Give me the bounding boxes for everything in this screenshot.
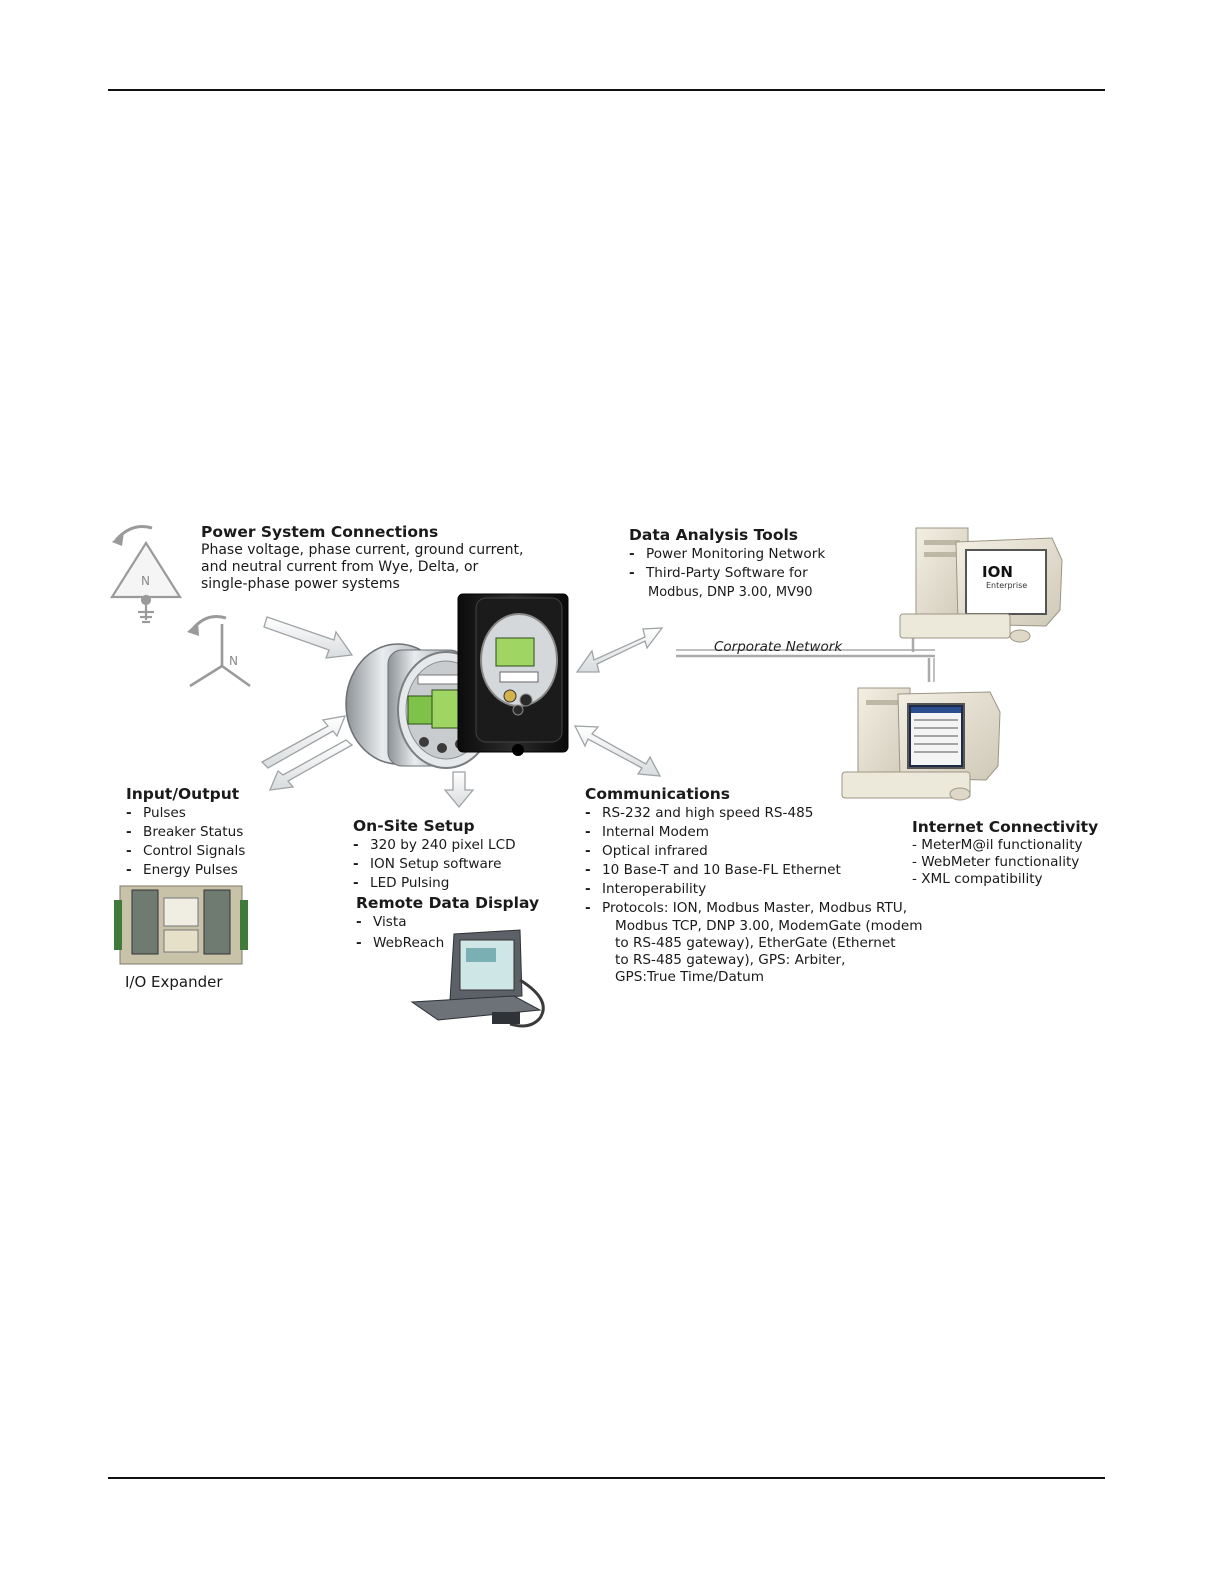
power-input-arrow-icon xyxy=(263,616,354,659)
list-item: - XML compatibility xyxy=(912,871,1043,887)
protocols-continuation: to RS-485 gateway), EtherGate (Ethernet xyxy=(615,935,896,951)
list-item: -Vista xyxy=(356,914,407,930)
input-output-title: Input/Output xyxy=(126,785,240,803)
list-item: -RS-232 and high speed RS-485 xyxy=(585,805,814,821)
power-system-connections: Power System Connections Phase voltage, … xyxy=(201,523,524,593)
footer-rule xyxy=(108,1477,1105,1479)
list-item: -320 by 240 pixel LCD xyxy=(353,837,516,853)
io-expander-caption: I/O Expander xyxy=(125,973,223,991)
corporate-network-line xyxy=(676,632,935,682)
list-item: -Internal Modem xyxy=(585,824,709,840)
remote-data-display: Remote Data Display -Vista -WebReach xyxy=(356,894,539,953)
power-description-line: Phase voltage, phase current, ground cur… xyxy=(201,542,524,558)
io-expander-illustration xyxy=(114,885,248,965)
list-item: -ION Setup software xyxy=(353,856,502,872)
communications-double-arrow-icon xyxy=(573,725,662,777)
list-item: -Pulses xyxy=(126,805,186,821)
internet-computer-illustration xyxy=(841,687,1001,801)
list-item: -Protocols: ION, Modbus Master, Modbus R… xyxy=(585,900,908,916)
ion-brand-logo: ION xyxy=(982,563,1013,581)
communications: Communications -RS-232 and high speed RS… xyxy=(585,785,922,986)
list-item: -Optical infrared xyxy=(585,843,708,859)
delta-neutral-label: N xyxy=(141,574,150,588)
remote-data-display-title: Remote Data Display xyxy=(356,894,540,912)
power-description-line: single-phase power systems xyxy=(201,576,400,592)
ion-enterprise-label: Enterprise xyxy=(986,581,1028,590)
laptop-illustration xyxy=(410,929,545,1028)
protocols-continuation: Modbus TCP, DNP 3.00, ModemGate (modem xyxy=(615,918,923,934)
communications-title: Communications xyxy=(585,785,730,803)
power-system-connections-title: Power System Connections xyxy=(201,523,439,541)
power-description-line: and neutral current from Wye, Delta, or xyxy=(201,559,479,575)
delta-symbol-icon xyxy=(110,525,182,624)
ion-enterprise-computer-illustration xyxy=(899,527,1063,643)
switchboard-meter-illustration xyxy=(457,593,569,756)
header-rule xyxy=(108,89,1105,91)
list-item: -Breaker Status xyxy=(126,824,244,840)
internet-connectivity-title: Internet Connectivity xyxy=(912,818,1099,836)
data-analysis-continuation: Modbus, DNP 3.00, MV90 xyxy=(648,585,813,600)
wye-neutral-label: N xyxy=(229,654,238,668)
list-item: -10 Base-T and 10 Base-FL Ethernet xyxy=(585,862,841,878)
setup-down-arrow-icon xyxy=(443,771,475,809)
list-item: -Energy Pulses xyxy=(126,862,238,878)
analysis-double-arrow-icon xyxy=(575,627,664,673)
data-analysis-title: Data Analysis Tools xyxy=(629,526,799,544)
list-item: - MeterM@il functionality xyxy=(912,837,1083,853)
input-output: Input/Output -Pulses -Breaker Status -Co… xyxy=(126,785,245,880)
wye-symbol-icon xyxy=(187,615,251,688)
list-item: -LED Pulsing xyxy=(353,875,450,891)
internet-connectivity: Internet Connectivity - MeterM@il functi… xyxy=(912,818,1098,888)
on-site-setup: On-Site Setup -320 by 240 pixel LCD -ION… xyxy=(353,817,516,893)
io-arrows-icon xyxy=(260,715,354,791)
protocols-continuation: to RS-485 gateway), GPS: Arbiter, xyxy=(615,952,846,968)
data-analysis-tools: Data Analysis Tools -Power Monitoring Ne… xyxy=(629,526,825,602)
list-item: -Power Monitoring Network xyxy=(629,546,826,562)
corporate-network-label: Corporate Network xyxy=(714,639,843,655)
list-item: - WebMeter functionality xyxy=(912,854,1080,870)
protocols-continuation: GPS:True Time/Datum xyxy=(615,969,764,985)
on-site-setup-title: On-Site Setup xyxy=(353,817,475,835)
list-item: -WebReach xyxy=(356,935,445,951)
list-item: -Third-Party Software for xyxy=(629,565,808,581)
list-item: -Control Signals xyxy=(126,843,246,859)
list-item: -Interoperability xyxy=(585,881,707,897)
